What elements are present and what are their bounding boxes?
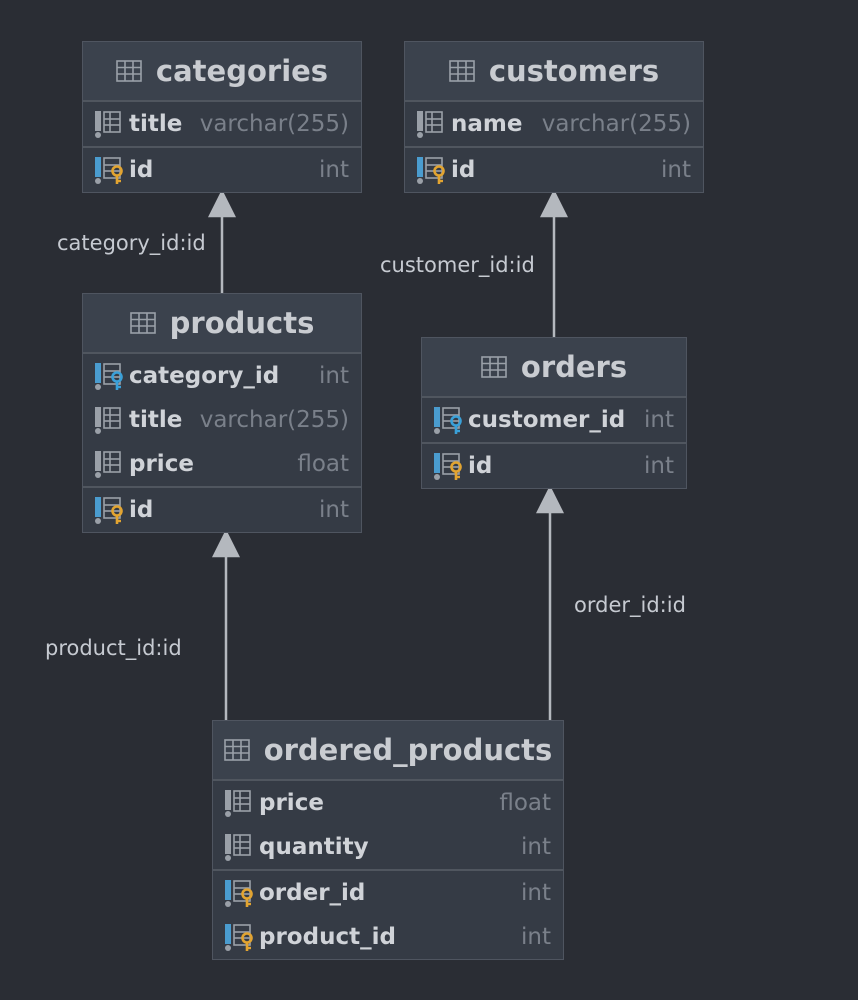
column-type: int — [521, 923, 551, 950]
primary-key-icon — [93, 495, 129, 525]
column-name: id — [129, 156, 154, 183]
primary-key-icon — [223, 878, 259, 908]
column-type: int — [644, 452, 674, 479]
column-name: product_id — [259, 923, 396, 950]
table-header[interactable]: customers — [405, 42, 703, 102]
primary-key-icon — [223, 922, 259, 952]
foreign-key-icon — [93, 361, 129, 391]
column-name: id — [129, 496, 154, 523]
column-type: int — [319, 156, 349, 183]
column-name: price — [129, 450, 194, 477]
column-type: int — [521, 833, 551, 860]
column-row[interactable]: quantity int — [213, 825, 563, 869]
column-row[interactable]: title varchar(255) — [83, 398, 361, 442]
column-type: int — [661, 156, 691, 183]
table-customers[interactable]: customers name varchar(255) id int — [404, 41, 704, 193]
arrow-head-orders — [535, 485, 565, 514]
table-grid-icon — [223, 739, 250, 761]
column-name: price — [259, 789, 324, 816]
column-icon — [93, 449, 129, 479]
table-header[interactable]: categories — [83, 42, 361, 102]
arrow-head-customers — [539, 189, 569, 218]
column-type: varchar(255) — [199, 110, 349, 137]
column-name: order_id — [259, 879, 366, 906]
column-icon — [93, 405, 129, 435]
table-title: categories — [155, 53, 329, 88]
column-type: varchar(255) — [541, 110, 691, 137]
column-row[interactable]: customer_id int — [422, 398, 686, 442]
column-type: varchar(255) — [199, 406, 349, 433]
column-name: quantity — [259, 833, 369, 860]
column-row[interactable]: price float — [83, 442, 361, 486]
table-title: ordered_products — [263, 732, 553, 767]
relation-label-category-id: category_id:id — [57, 231, 206, 255]
column-name: title — [129, 110, 183, 137]
column-name: category_id — [129, 362, 280, 389]
table-grid-icon — [481, 356, 507, 378]
primary-key-icon — [432, 451, 468, 481]
table-grid-icon — [116, 60, 142, 82]
relation-label-order-id: order_id:id — [574, 593, 686, 617]
column-type: int — [644, 406, 674, 433]
column-row[interactable]: title varchar(255) — [83, 102, 361, 146]
table-header[interactable]: orders — [422, 338, 686, 398]
table-title: orders — [520, 349, 628, 384]
column-icon — [223, 832, 259, 862]
relation-label-product-id: product_id:id — [45, 636, 182, 660]
relation-label-customer-id: customer_id:id — [380, 253, 535, 277]
table-categories[interactable]: categories title varchar(255) id int — [82, 41, 362, 193]
table-header[interactable]: products — [83, 294, 361, 354]
column-row[interactable]: id int — [83, 486, 361, 532]
column-row[interactable]: id int — [405, 146, 703, 192]
arrow-head-categories — [207, 189, 237, 218]
column-row[interactable]: order_id int — [213, 869, 563, 915]
primary-key-icon — [415, 155, 451, 185]
column-name: title — [129, 406, 183, 433]
column-name: id — [451, 156, 476, 183]
column-type: int — [319, 496, 349, 523]
column-type: float — [499, 789, 551, 816]
table-title: products — [169, 305, 315, 340]
column-icon — [415, 109, 451, 139]
column-type: int — [521, 879, 551, 906]
table-header[interactable]: ordered_products — [213, 721, 563, 781]
column-name: id — [468, 452, 493, 479]
column-row[interactable]: id int — [422, 442, 686, 488]
foreign-key-icon — [432, 405, 468, 435]
column-row[interactable]: product_id int — [213, 915, 563, 959]
primary-key-icon — [93, 155, 129, 185]
column-row[interactable]: name varchar(255) — [405, 102, 703, 146]
table-grid-icon — [129, 312, 156, 334]
column-icon — [223, 788, 259, 818]
arrow-head-products — [211, 529, 241, 558]
column-type: float — [297, 450, 349, 477]
column-name: customer_id — [468, 406, 626, 433]
column-icon — [93, 109, 129, 139]
column-type: int — [319, 362, 349, 389]
table-grid-icon — [449, 60, 475, 82]
column-row[interactable]: price float — [213, 781, 563, 825]
column-name: name — [451, 110, 523, 137]
column-row[interactable]: id int — [83, 146, 361, 192]
table-title: customers — [488, 53, 660, 88]
column-row[interactable]: category_id int — [83, 354, 361, 398]
